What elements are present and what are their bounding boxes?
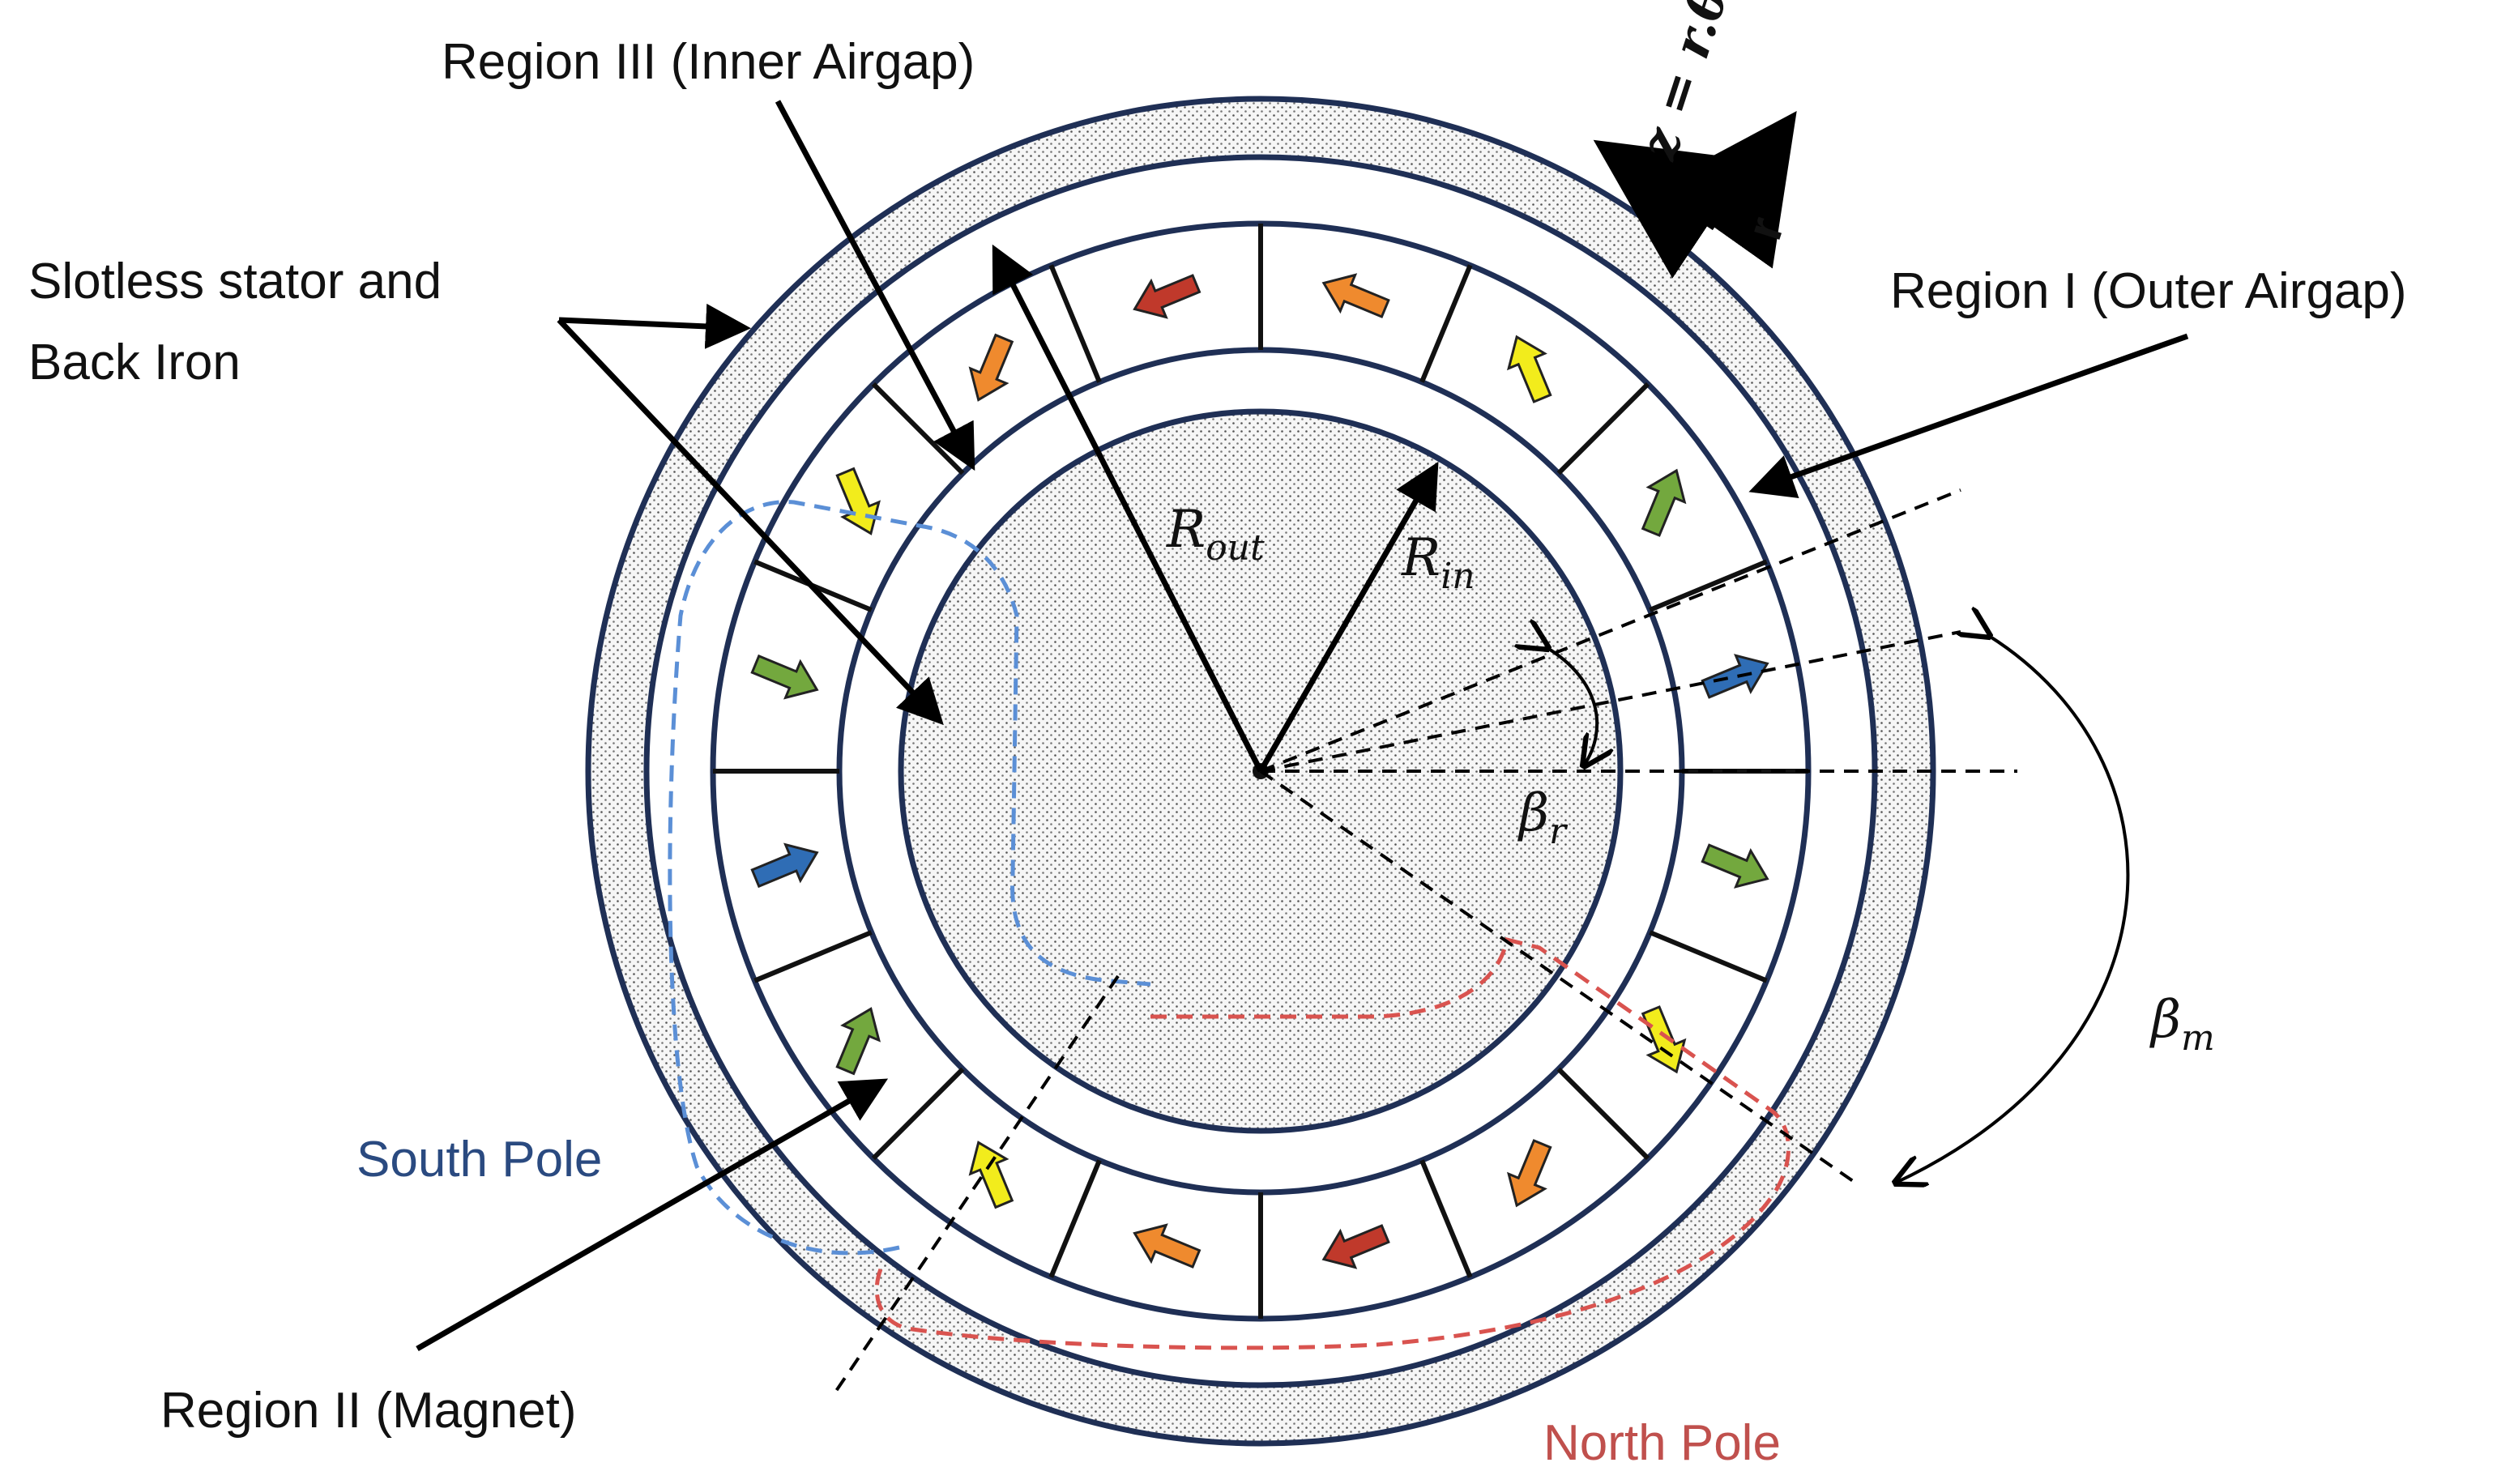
magnet-divider — [1048, 1159, 1102, 1278]
magnetization-arrow-orange — [1321, 273, 1390, 318]
magnetization-arrow-red — [1321, 1224, 1390, 1269]
stator-leader-2 — [557, 318, 944, 726]
magnetization-arrow-green — [835, 1007, 881, 1076]
magnetization-arrow-orange — [1133, 1223, 1202, 1269]
magnetization-arrow-orange — [968, 333, 1014, 402]
r-in-arrow — [1257, 461, 1439, 773]
r-out-label: Rout — [1166, 500, 1265, 569]
axis-r-label: r — [1736, 211, 1795, 246]
magnet-divider — [753, 930, 873, 983]
beta-m-label: βm — [2149, 990, 2215, 1059]
magnet-divider — [1649, 559, 1768, 612]
r-in-label: Rin — [1401, 528, 1475, 597]
stator-leader-1 — [558, 303, 751, 349]
north-pole-label: North Pole — [1543, 1415, 1781, 1471]
angle-line-4 — [833, 974, 1120, 1395]
south-pole-flux-path — [668, 500, 1151, 1256]
region-ii-label: Region II (Magnet) — [160, 1383, 576, 1439]
magnetization-arrow-blue — [1701, 654, 1769, 699]
local-axes: z = r.θ r — [1593, 0, 1797, 279]
magnetization-arrow-red — [1133, 274, 1202, 319]
magnet-segments — [713, 224, 1808, 1319]
magnetization-arrow-yellow — [968, 1141, 1014, 1209]
magnetization-arrow-yellow — [1507, 335, 1552, 403]
magnetization-arrow-orange — [1507, 1139, 1552, 1208]
beta-r-arc — [1547, 648, 1597, 765]
axis-z-label: z = r.θ — [1628, 0, 1740, 167]
magnet-divider — [1649, 930, 1768, 983]
magnetization-arrow-green — [1641, 468, 1687, 537]
angle-line-2 — [1260, 630, 1961, 773]
r-out-arrow — [992, 244, 1264, 773]
region-iii-leader — [775, 100, 975, 471]
region-ii-leader — [416, 1078, 889, 1352]
stator-label-line1: Slotless stator and — [28, 254, 442, 309]
south-pole-label: South Pole — [356, 1132, 602, 1188]
north-pole-flux-path — [874, 936, 1791, 1350]
region-iii-label: Region III (Inner Airgap) — [442, 34, 975, 90]
magnet-divider — [1419, 1159, 1473, 1278]
magnet-divider — [1048, 264, 1102, 383]
stator-label-line2: Back Iron — [28, 335, 241, 390]
magnet-divider — [1419, 264, 1473, 383]
axis-r-arrow — [1656, 111, 1797, 269]
magnet-divider — [1556, 382, 1650, 475]
region-i-label: Region I (Outer Airgap) — [1890, 263, 2407, 319]
magnetization-arrow-green — [750, 654, 819, 700]
magnet-divider — [871, 1067, 965, 1161]
region-i-leader — [1748, 333, 2189, 498]
magnetization-arrow-green — [1701, 843, 1769, 889]
beta-m-arc — [1896, 636, 2130, 1183]
magnetization-arrow-blue — [750, 842, 819, 889]
magnet-divider — [1556, 1067, 1650, 1161]
beta-r-label: βr — [1517, 783, 1569, 852]
